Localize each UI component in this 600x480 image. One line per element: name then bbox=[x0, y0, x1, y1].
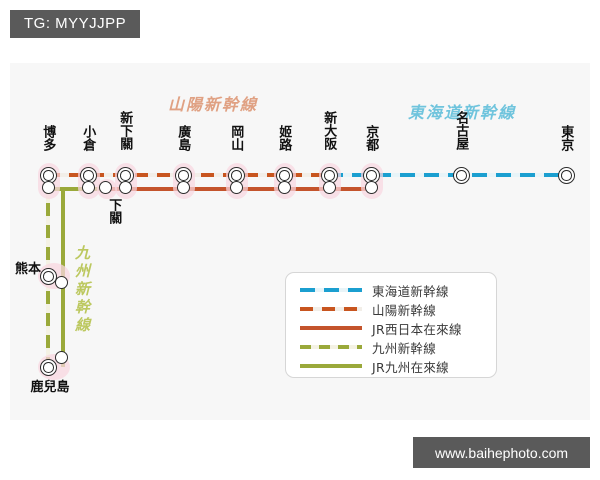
station-label-kokura: 小倉 bbox=[80, 125, 96, 151]
legend-label-kyushu-shinkansen: 九州新幹線 bbox=[372, 340, 437, 356]
station-dot-okayama-conventional[interactable] bbox=[230, 181, 243, 194]
station-label-tokyo: 東京 bbox=[558, 125, 574, 151]
station-dot-kagoshima-conventional[interactable] bbox=[55, 351, 68, 364]
legend-swatch-jr-kyushu-conventional bbox=[300, 364, 362, 368]
station-dot-shin-osaka-conventional[interactable] bbox=[323, 181, 336, 194]
legend-item-tokaido-shinkansen: 東海道新幹線 bbox=[300, 281, 449, 299]
station-dot-shimonoseki[interactable] bbox=[99, 181, 112, 194]
legend-swatch-jr-west-conventional bbox=[300, 326, 362, 330]
station-dot-hakata-conventional[interactable] bbox=[42, 181, 55, 194]
watermark: www.baihephoto.com bbox=[413, 437, 590, 468]
railway-map-canvas: 山陽新幹線 東海道新幹線 九州新幹線 bbox=[10, 63, 590, 420]
line-tokaido-shinkansen bbox=[328, 173, 568, 177]
legend-swatch-kyushu-shinkansen bbox=[300, 345, 362, 349]
station-label-shin-shimonoseki: 新下關 bbox=[117, 111, 133, 150]
station-label-kagoshima: 鹿兒島 bbox=[30, 380, 70, 395]
route-title-tokaido-shinkansen: 東海道新幹線 bbox=[408, 103, 517, 122]
legend-item-sanyo-shinkansen: 山陽新幹線 bbox=[300, 300, 436, 318]
station-dot-nagoya[interactable] bbox=[453, 167, 470, 184]
legend-box: 東海道新幹線 山陽新幹線 JR西日本在來線 九州新幹線 JR九州在來線 bbox=[285, 272, 497, 378]
station-label-hakata: 博多 bbox=[40, 125, 56, 151]
station-dot-himeji-conventional[interactable] bbox=[278, 181, 291, 194]
legend-label-sanyo-shinkansen: 山陽新幹線 bbox=[372, 302, 437, 318]
station-dot-kyoto-conventional[interactable] bbox=[365, 181, 378, 194]
station-label-shimonoseki: 下關 bbox=[106, 198, 122, 224]
legend-label-jr-kyushu-conventional: JR九州在來線 bbox=[372, 359, 449, 375]
station-dot-hiroshima-conventional[interactable] bbox=[177, 181, 190, 194]
route-title-sanyo-shinkansen: 山陽新幹線 bbox=[168, 95, 259, 114]
station-label-kumamoto: 熊本 bbox=[15, 262, 42, 277]
legend-swatch-sanyo-shinkansen bbox=[300, 307, 362, 311]
map-inner: 山陽新幹線 東海道新幹線 九州新幹線 bbox=[10, 63, 590, 420]
legend-item-jr-west-conventional: JR西日本在來線 bbox=[300, 319, 462, 337]
legend-item-jr-kyushu-conventional: JR九州在來線 bbox=[300, 357, 449, 375]
station-dot-kumamoto-conventional[interactable] bbox=[55, 276, 68, 289]
station-label-hiroshima: 廣島 bbox=[175, 125, 191, 151]
legend-swatch-tokaido-shinkansen bbox=[300, 288, 362, 292]
station-dot-kokura-conventional[interactable] bbox=[82, 181, 95, 194]
legend-item-kyushu-shinkansen: 九州新幹線 bbox=[300, 338, 436, 356]
station-label-shin-osaka: 新大阪 bbox=[321, 111, 337, 150]
route-title-kyushu-shinkansen: 九州新幹線 bbox=[73, 245, 91, 335]
legend-label-jr-west-conventional: JR西日本在來線 bbox=[372, 321, 462, 337]
station-label-okayama: 岡山 bbox=[228, 125, 244, 151]
station-dot-tokyo[interactable] bbox=[558, 167, 575, 184]
station-dot-shin-shimonoseki-conventional[interactable] bbox=[119, 181, 132, 194]
tg-tag: TG: MYYJJPP bbox=[10, 10, 141, 38]
station-label-kyoto: 京都 bbox=[363, 125, 379, 151]
station-label-himeji: 姬路 bbox=[276, 125, 292, 151]
station-dot-kagoshima[interactable] bbox=[40, 359, 57, 376]
station-dot-hiroshima[interactable] bbox=[175, 167, 192, 184]
station-dot-shin-shimonoseki[interactable] bbox=[117, 167, 134, 184]
station-dot-kyoto[interactable] bbox=[363, 167, 380, 184]
legend-label-tokaido-shinkansen: 東海道新幹線 bbox=[372, 283, 449, 299]
station-dot-kokura[interactable] bbox=[80, 167, 97, 184]
station-label-nagoya: 名古屋 bbox=[453, 111, 469, 150]
